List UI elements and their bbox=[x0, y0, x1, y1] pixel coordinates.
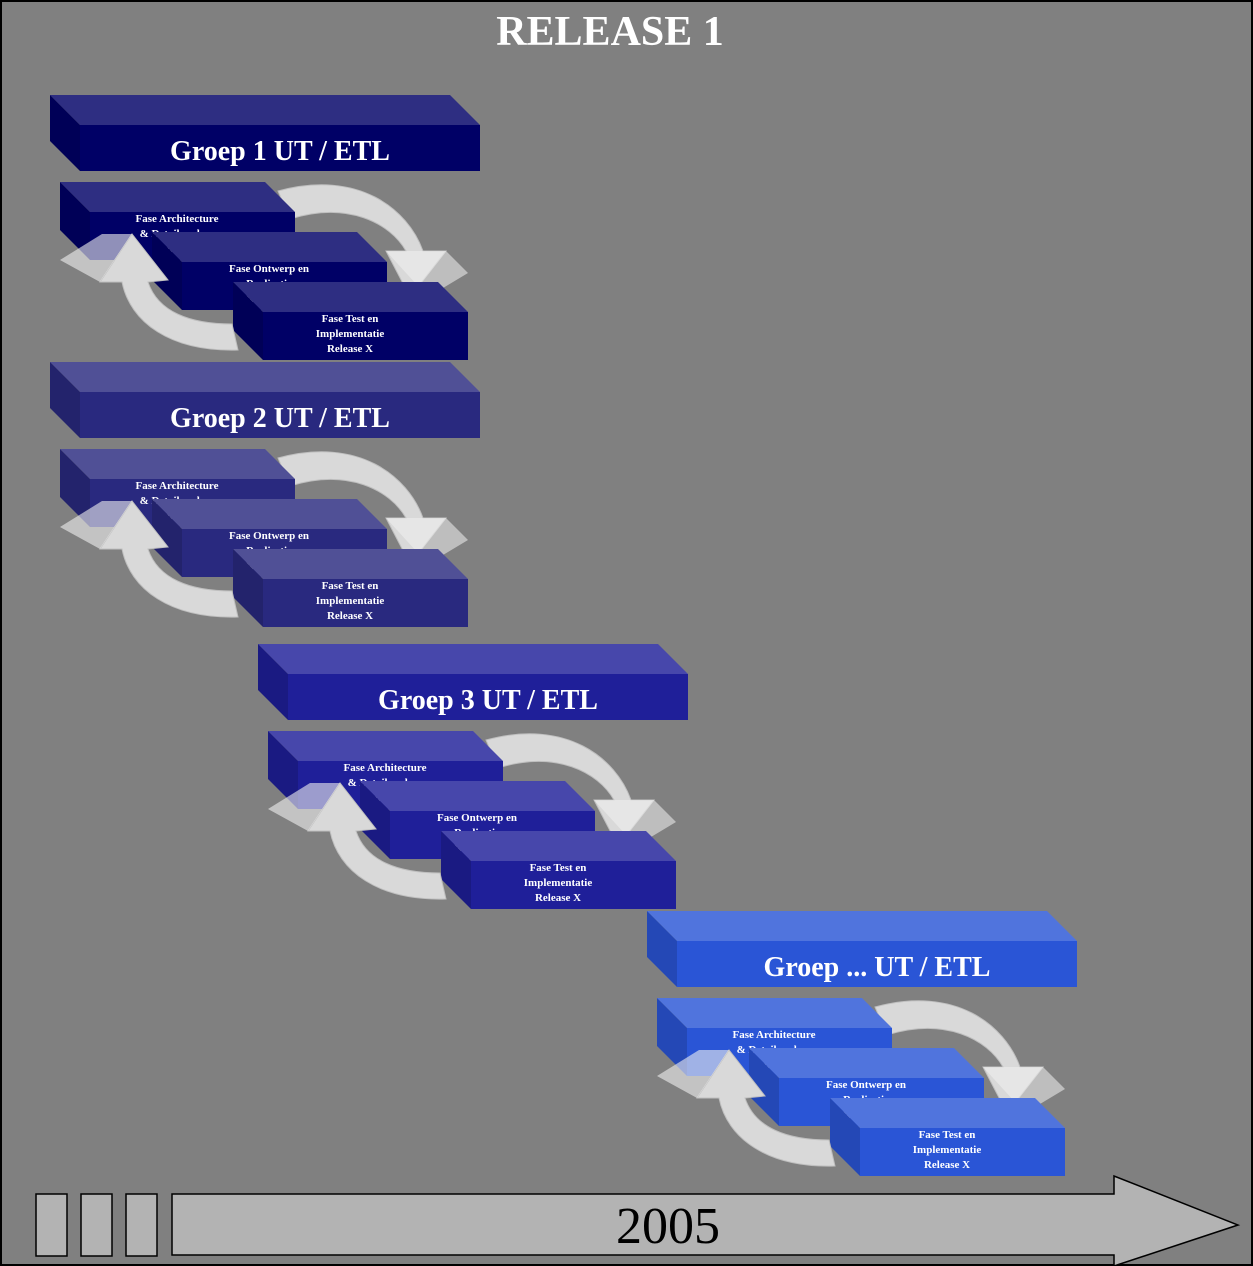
phase-label-line: Fase Test en bbox=[322, 580, 379, 592]
phase-label-line: Release X bbox=[535, 892, 581, 904]
phase-label-line: Implementatie bbox=[524, 877, 593, 889]
phase-label-line: Fase Test en bbox=[530, 862, 587, 874]
phase-label-line: Fase Architecture bbox=[344, 762, 427, 774]
timeline-year: 2005 bbox=[616, 1198, 720, 1255]
cycle-arrow-forward bbox=[277, 451, 468, 565]
cycle-arrow-back bbox=[657, 1049, 836, 1167]
phase-label-line: Fase Ontwerp en bbox=[229, 530, 309, 542]
group-header-bar bbox=[258, 644, 688, 720]
cycle-arrow-back bbox=[268, 782, 447, 900]
phase-label-line: Fase Architecture bbox=[136, 480, 219, 492]
timeline-box bbox=[35, 1193, 68, 1257]
cycle-arrow-forward bbox=[277, 184, 468, 298]
slide-title: RELEASE 1 bbox=[496, 9, 724, 55]
group-title: Groep 3 UT / ETL bbox=[378, 685, 598, 716]
group-header-bar bbox=[50, 362, 480, 438]
cycle-arrow-back bbox=[60, 500, 239, 618]
phase-label-line: Release X bbox=[327, 610, 373, 622]
group-title: Groep 2 UT / ETL bbox=[170, 403, 390, 434]
cycle-arrow-forward bbox=[485, 733, 676, 847]
phase-label-line: Fase Test en bbox=[322, 313, 379, 325]
timeline-arrow bbox=[171, 1174, 1241, 1266]
phase-label-line: Fase Test en bbox=[919, 1129, 976, 1141]
group-header-bar bbox=[50, 95, 480, 171]
cycle-arrow-forward bbox=[874, 1000, 1065, 1114]
phase-label-line: Release X bbox=[327, 343, 373, 355]
timeline-box bbox=[80, 1193, 113, 1257]
phase-label-line: Implementatie bbox=[913, 1144, 982, 1156]
phase-label-line: Implementatie bbox=[316, 595, 385, 607]
phase-label-line: Fase Ontwerp en bbox=[826, 1079, 906, 1091]
cycle-arrow-back bbox=[60, 233, 239, 351]
group-header-bar bbox=[647, 911, 1077, 987]
timeline-box bbox=[125, 1193, 158, 1257]
group-title: Groep ... UT / ETL bbox=[764, 952, 991, 983]
phase-label-line: Fase Ontwerp en bbox=[437, 812, 517, 824]
phase-label-line: Fase Ontwerp en bbox=[229, 263, 309, 275]
phase-label-line: Fase Architecture bbox=[136, 213, 219, 225]
group-title: Groep 1 UT / ETL bbox=[170, 136, 390, 167]
phase-label-line: Implementatie bbox=[316, 328, 385, 340]
timeline: 2005 bbox=[35, 1174, 1241, 1266]
phase-label-line: Release X bbox=[924, 1159, 970, 1171]
phase-label-line: Fase Architecture bbox=[733, 1029, 816, 1041]
